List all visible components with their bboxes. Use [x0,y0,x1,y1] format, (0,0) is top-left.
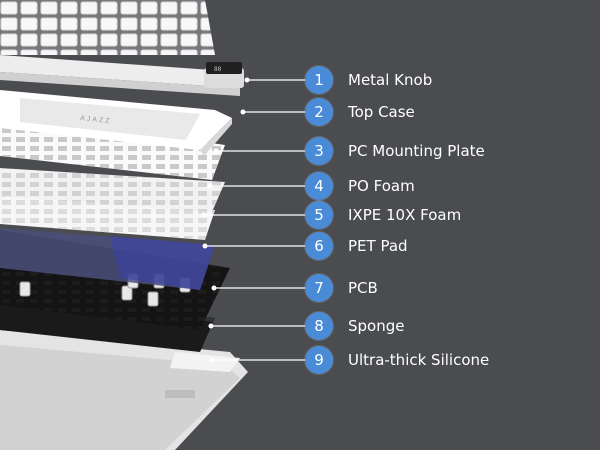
callout-dot-3 [213,148,219,154]
callout-number-5: 5 [305,201,333,229]
callout-number-2: 2 [305,98,333,126]
callout-number-3: 3 [305,137,333,165]
po-foam-layer [0,168,225,212]
callout-lines [204,79,305,361]
callout-label-8: Sponge [348,317,405,335]
bottom-case-layer [0,330,248,450]
callout-label-9: Ultra-thick Silicone [348,351,490,369]
metal-knob: 88 [204,62,244,88]
callout-dot-8 [208,323,214,329]
keycaps-and-frame [0,0,240,96]
callout-label-5: IXPE 10X Foam [348,206,462,224]
callout-label-2: Top Case [348,103,415,121]
callout-dot-5 [201,212,207,218]
callout-number-1: 1 [305,66,333,94]
callout-number-4: 4 [305,172,333,200]
callout-dot-7 [211,285,217,291]
callout-number-6: 6 [305,232,333,260]
callout-dot-6 [202,243,208,249]
pet-pad-layer [0,228,215,290]
svg-text:88: 88 [214,66,222,73]
callout-label-6: PET Pad [348,237,408,255]
callout-label-1: Metal Knob [348,71,433,89]
callout-number-8: 8 [305,312,333,340]
callout-dot-4 [207,183,213,189]
callout-label-3: PC Mounting Plate [348,142,485,160]
callout-dot-1 [244,77,250,83]
callout-dots [201,77,250,363]
callout-dot-9 [209,357,215,363]
brand-logo-text: AJAZZ [80,115,112,125]
callout-number-9: 9 [305,346,333,374]
callout-label-4: PO Foam [348,177,415,195]
top-case-layer [0,90,232,156]
callout-dot-2 [240,109,246,115]
callout-number-7: 7 [305,274,333,302]
callout-label-7: PCB [348,279,378,297]
